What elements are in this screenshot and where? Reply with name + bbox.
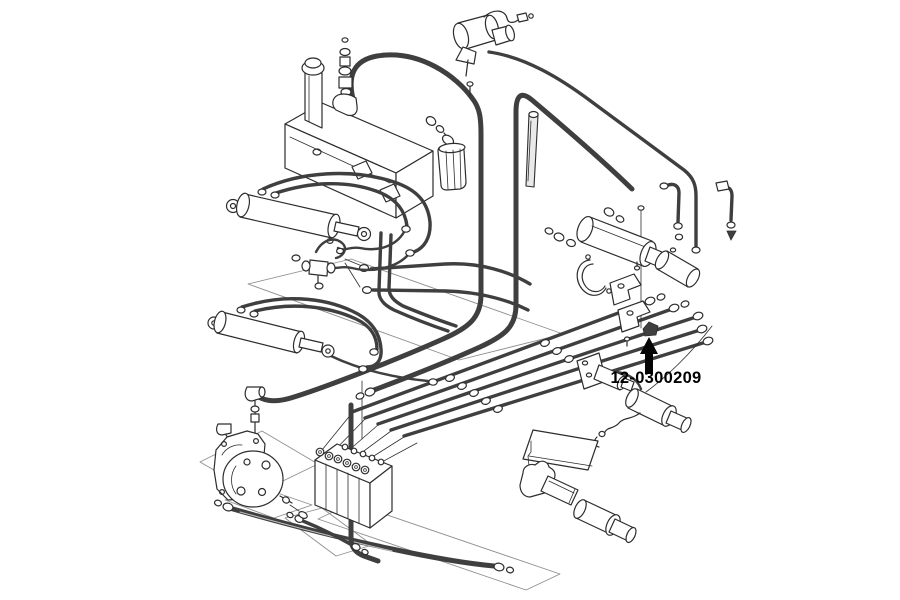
small-cylinder: [573, 499, 637, 544]
bracket-with-cylinder: [576, 352, 635, 392]
filler-cap: [301, 57, 325, 129]
lower-right-cylinder: [593, 388, 692, 448]
callout-arrow: [640, 337, 658, 374]
center-hoses: [344, 231, 532, 333]
mounting-plate: [522, 429, 599, 472]
mounting-brackets: [609, 261, 659, 347]
hose-junction: [291, 238, 347, 290]
hose-clamp: [576, 254, 612, 296]
trim-cylinder: [544, 180, 737, 329]
callout: 12-0300209: [610, 337, 701, 387]
lower-left-cylinder: [207, 297, 438, 386]
pressure-hose: [487, 50, 701, 254]
solenoid-valve: [452, 10, 534, 97]
hydraulic-pump: [213, 430, 308, 519]
tank-fittings: [332, 37, 358, 117]
return-hose: [355, 92, 635, 400]
control-valve-block: [314, 443, 393, 529]
breather-tube: [525, 110, 539, 188]
oil-filter: [425, 116, 467, 191]
part-number-label: 12-0300209: [610, 369, 701, 387]
bottom-hoses: [213, 402, 515, 574]
upper-left-cylinder: [225, 171, 432, 272]
callout-target-fitting: [642, 321, 659, 337]
anchor-bracket: [519, 460, 579, 506]
